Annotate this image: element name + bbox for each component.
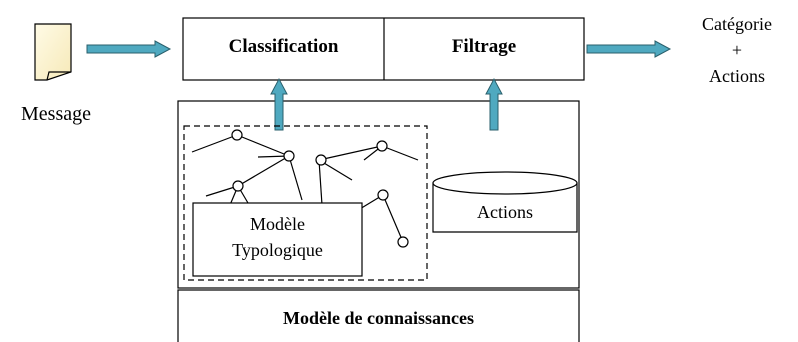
knowledge-base-box bbox=[177, 289, 580, 342]
arrow-up-classification-icon bbox=[270, 77, 288, 131]
output-line3-label: Actions bbox=[709, 66, 765, 86]
document-icon bbox=[34, 23, 72, 81]
classification-label: Classification bbox=[228, 36, 339, 57]
arrow-input-icon bbox=[86, 40, 172, 58]
actions-label: Actions bbox=[477, 202, 533, 222]
tree-graph bbox=[191, 129, 419, 248]
actions-database-icon bbox=[432, 171, 578, 233]
typology-dashed-region bbox=[183, 125, 428, 281]
modele-typologique-line2: Typologique bbox=[232, 240, 323, 260]
arrow-output-icon bbox=[586, 40, 672, 58]
arrow-up-filtrage-icon bbox=[485, 77, 503, 131]
filtrage-label: Filtrage bbox=[451, 36, 517, 57]
message-label: Message bbox=[21, 103, 91, 125]
modele-typologique-box bbox=[192, 202, 363, 277]
output-line1-label: Catégorie bbox=[702, 14, 772, 34]
modele-typologique-line1: Modèle bbox=[250, 214, 305, 234]
knowledge-base-label: Modèle de connaissances bbox=[283, 308, 474, 328]
output-plus-label: + bbox=[731, 40, 743, 60]
